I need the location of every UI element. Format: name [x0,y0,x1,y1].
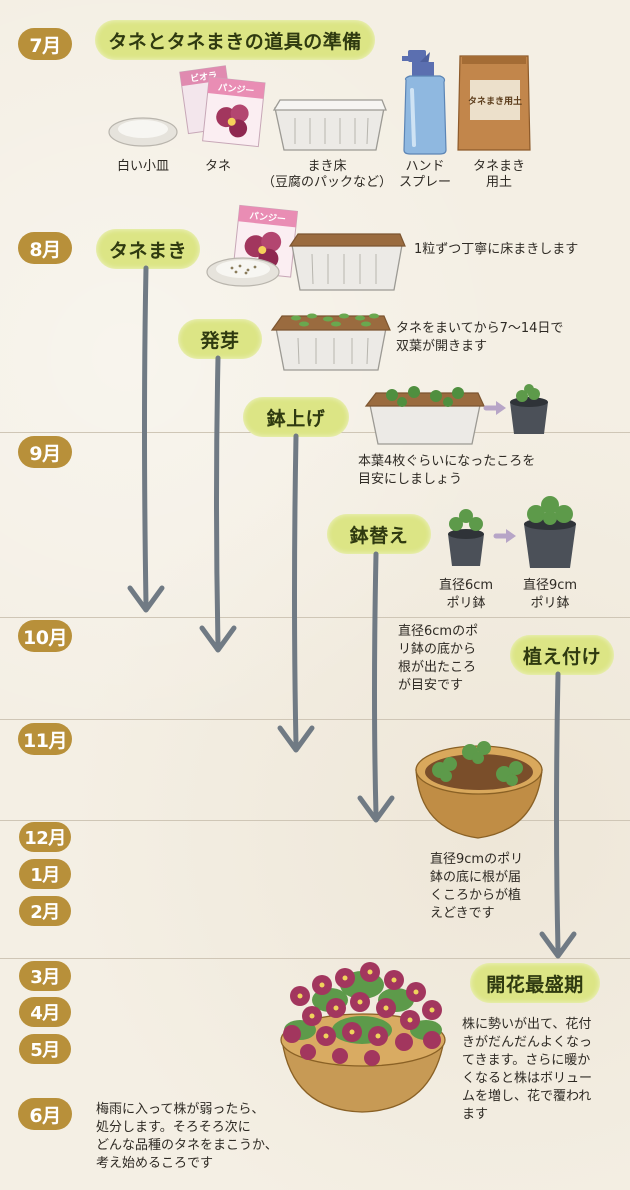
pot-9cm-icon [524,496,576,568]
potting-note-line2: 目安にしましょう [358,472,463,487]
month-badge-nov: 11月 [18,723,72,755]
small-pot-icon [510,384,548,434]
step-prep: タネとタネまきの道具の準備 [95,20,375,60]
tray-label-line2: （豆腐のパックなど） [261,175,392,190]
repot-note-line2: リ鉢の底から [398,642,477,657]
bloom-note-line5: ムを増し、花で覆われ [462,1089,592,1104]
timeline-arrow-germination [199,355,237,653]
step-bloom: 開花最盛期 [470,963,600,1003]
step-germination: 発芽 [178,319,262,359]
soil-label-line2: 用土 [485,175,512,190]
potting-tray-icon [364,386,485,445]
seed-label: タネ [204,159,231,174]
month-badge-feb: 2月 [19,896,71,926]
separator-line [0,958,630,959]
plant-note-line4: えどきです [430,906,495,921]
timeline-arrow-repotting [357,551,395,823]
bloom-note-line6: ます [462,1107,489,1122]
hand-spray-icon [402,50,447,155]
pot9-label-line2: ポリ鉢 [530,596,570,611]
plant-note-line1: 直径9cmのポリ [430,852,524,867]
separator-line [0,820,630,821]
bloom-note-line2: きがだんだんよくなっ [462,1035,593,1050]
germination-note-line1: タネをまいてから7〜14日で [396,321,564,336]
plant-note-line2: 鉢の底に根が届 [430,870,522,885]
separator-line [0,617,630,618]
step-sowing: タネまき [96,229,200,269]
pot9-label-line1: 直径9cm [522,578,578,593]
dish-icon [108,117,178,147]
timeline-arrow-sowing [127,265,165,613]
arrow-right-icon [483,401,506,415]
month-badge-jun: 6月 [18,1098,72,1130]
timeline-arrow-planting [539,671,577,959]
bloom-note-line1: 株に勢いが出て、花付 [462,1017,592,1032]
timeline-arrow-potting [277,433,315,753]
bloom-note-line4: くなると株はボリュー [462,1071,593,1086]
soil-tray-icon [288,233,406,291]
june-note-line1: 梅雨に入って株が弱ったら、 [96,1102,265,1117]
month-badge-jan: 1月 [19,859,71,889]
month-badge-oct: 10月 [18,620,72,652]
soil-label-line1: タネまき [472,159,525,174]
pot6-label-line2: ポリ鉢 [446,596,486,611]
spray-label-line2: スプレー [398,175,451,190]
repot-note-line4: が目安です [398,678,464,693]
arrow-right-icon [493,529,516,543]
germination-note-line2: 双葉が開きます [396,339,488,354]
seed-dish-icon [206,257,280,287]
seedling-tray-icon [272,99,387,151]
month-badge-dec: 12月 [19,822,71,852]
potting-note-line1: 本葉4枚ぐらいになったころを [358,454,536,469]
blooming-planter-icon [280,962,446,1113]
month-badge-may: 5月 [19,1034,71,1064]
pot-6cm-icon [448,509,484,566]
month-badge-sep: 9月 [18,436,72,468]
repot-note-line3: 根が出たころ [398,660,477,675]
tray-label-line1: まき床 [307,159,347,174]
month-badge-apr: 4月 [19,997,71,1027]
plant-note-line3: くころからが植 [430,888,522,903]
june-note-line3: どんな品種のタネをまこうか、 [96,1138,278,1153]
planter-seedlings-icon [415,741,543,839]
germination-tray-icon [270,313,391,371]
june-note-line4: 考え始めるころです [96,1156,214,1171]
soil-bag-text: タネまき用土 [468,95,522,107]
month-badge-mar: 3月 [19,961,71,991]
june-note-line2: 処分します。そろそろ次に [96,1120,251,1135]
seed-packet-icon: ビオラ パンジー [179,65,266,148]
step-repotting: 鉢替え [327,514,431,554]
packet-main-text: パンジー [217,81,255,97]
dish-label: 白い小皿 [116,159,169,174]
separator-line [0,719,630,720]
step-planting: 植え付け [510,635,614,675]
bloom-note-line3: てきます。さらに暖か [462,1053,591,1068]
sowing-note: 1粒ずつ丁寧に床まきします [414,242,579,257]
soil-bag-icon: タネまき用土 [457,55,531,151]
month-badge-aug: 8月 [18,232,72,264]
repot-note-line1: 直径6cmのポ [398,624,479,639]
spray-label-line1: ハンド [405,159,445,174]
step-potting: 鉢上げ [243,397,349,437]
pot6-label-line1: 直径6cm [438,578,494,593]
month-badge-jul: 7月 [18,28,72,60]
packet-sowing-text: パンジー [249,209,287,225]
